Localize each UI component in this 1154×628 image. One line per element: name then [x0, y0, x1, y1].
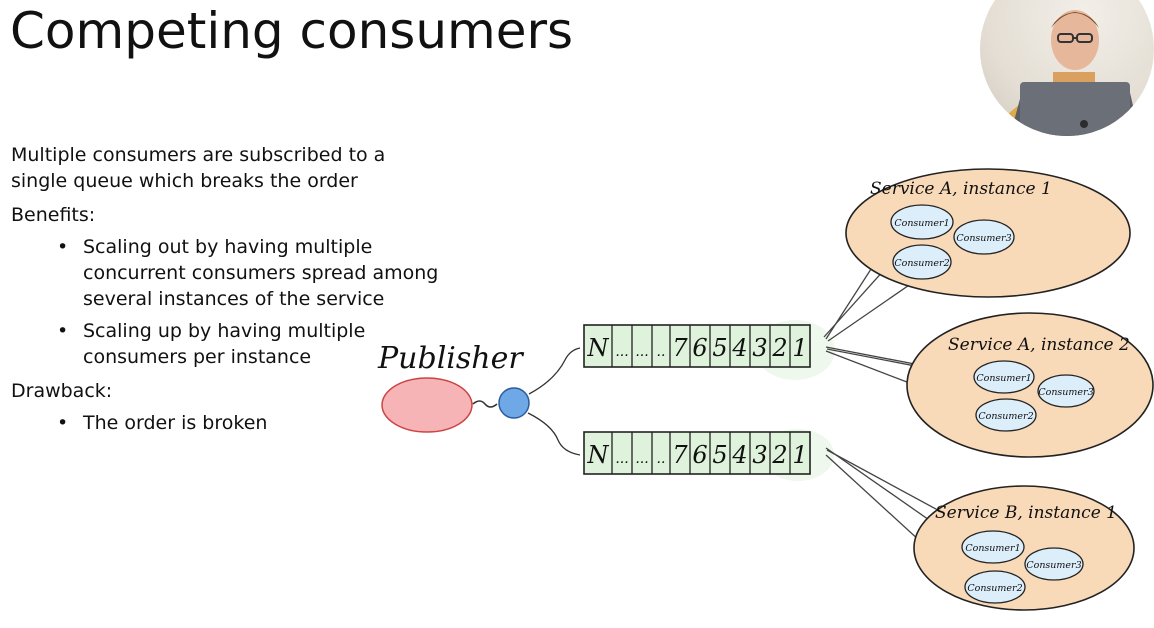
description-line-2: single queue which breaks the order: [11, 170, 358, 192]
consumer-node: [975, 398, 1037, 432]
consumer-label: Consumer3: [1038, 387, 1093, 398]
publisher-label: Publisher: [377, 341, 524, 376]
consumer-node: [961, 530, 1025, 564]
benefits-list: Scaling out by having multiple concurren…: [11, 234, 471, 370]
queue-cell-label: 4: [731, 441, 747, 469]
queue-cell-label: 4: [731, 334, 747, 362]
description: Multiple consumers are subscribed to a s…: [11, 142, 471, 194]
queue-cell-label: 6: [692, 334, 707, 362]
exchange-node: [498, 387, 530, 419]
consumer-node: [1037, 374, 1095, 408]
queue-cell-label: 5: [712, 334, 727, 362]
queue-cell-label: N: [587, 334, 610, 362]
consumer-node: [973, 360, 1035, 394]
queue-cell-label: 1: [792, 441, 807, 469]
consumer-label: Consumer1: [894, 218, 949, 229]
presenter-webcam: [980, 0, 1154, 136]
consumer-label: Consumer2: [978, 411, 1033, 422]
queue-cell-label: 3: [752, 334, 767, 362]
queue-cell-label: ...: [615, 344, 628, 360]
consumer-label: Consumer3: [1026, 560, 1081, 571]
queue-body: [583, 324, 811, 368]
queue-body: [583, 431, 811, 475]
drawback-list: The order is broken: [11, 410, 471, 436]
queue-cell-label: N: [587, 441, 610, 469]
slide-text: Multiple consumers are subscribed to a s…: [11, 142, 471, 444]
benefits-heading: Benefits:: [11, 204, 96, 226]
queue-cell-label: 6: [692, 441, 707, 469]
slide-title: Competing consumers: [10, 2, 574, 60]
consumer-node: [890, 204, 954, 240]
queue-cell-label: 5: [712, 441, 727, 469]
drawback-item: The order is broken: [57, 410, 471, 436]
queue-cell-label: 7: [672, 334, 688, 362]
publisher-link: [472, 400, 498, 408]
service-instance: Service A, instance 2 Consumer1Consumer3C…: [906, 312, 1154, 458]
services-group: Service A, instance 1Consumer1Consumer3C…: [845, 168, 1154, 611]
consumer-label: Consumer1: [965, 543, 1020, 554]
queue-cell-label: ...: [635, 451, 648, 467]
consumer-label: Consumer2: [967, 583, 1022, 594]
presenter-illustration: [997, 10, 1153, 136]
consumer-label: Consumer3: [956, 233, 1011, 244]
consumer-node: [964, 570, 1026, 604]
route-line-top: [528, 347, 581, 395]
queue-cell-label: 1: [792, 334, 807, 362]
service-label: Service B, instance 1: [935, 503, 1117, 523]
queue-cell-label: ...: [615, 451, 628, 467]
drawback-heading: Drawback:: [11, 380, 113, 402]
queue-cell-label: 3: [752, 441, 767, 469]
consumer-node: [953, 219, 1015, 255]
queue-cell-label: ..: [657, 451, 666, 467]
publisher-shape: [381, 377, 473, 433]
consumer-label: Consumer1: [976, 373, 1031, 384]
service-instance: Service A, instance 1 Consumer1Consumer3C…: [845, 168, 1131, 298]
consumer-label: Consumer2: [894, 258, 949, 269]
queue-cell-label: 2: [771, 334, 787, 362]
queue-cell-label: ..: [657, 344, 666, 360]
service-instance: Service B, instance 1 Consumer1Consumer3C…: [913, 485, 1135, 611]
benefit-item: Scaling up by having multiple consumers …: [57, 318, 471, 370]
consumer-node: [1024, 547, 1084, 581]
consumer-node: [892, 244, 952, 280]
queue-cell-label: ...: [635, 344, 648, 360]
service-label: Service A, instance 1: [870, 179, 1052, 199]
queue-cell-label: 7: [672, 441, 688, 469]
service-label: Service A, instance 2: [948, 335, 1130, 355]
benefit-item: Scaling out by having multiple concurren…: [57, 234, 471, 312]
route-line-bottom: [527, 412, 581, 456]
description-line-1: Multiple consumers are subscribed to a: [11, 144, 386, 166]
queue-cell-label: 2: [771, 441, 787, 469]
